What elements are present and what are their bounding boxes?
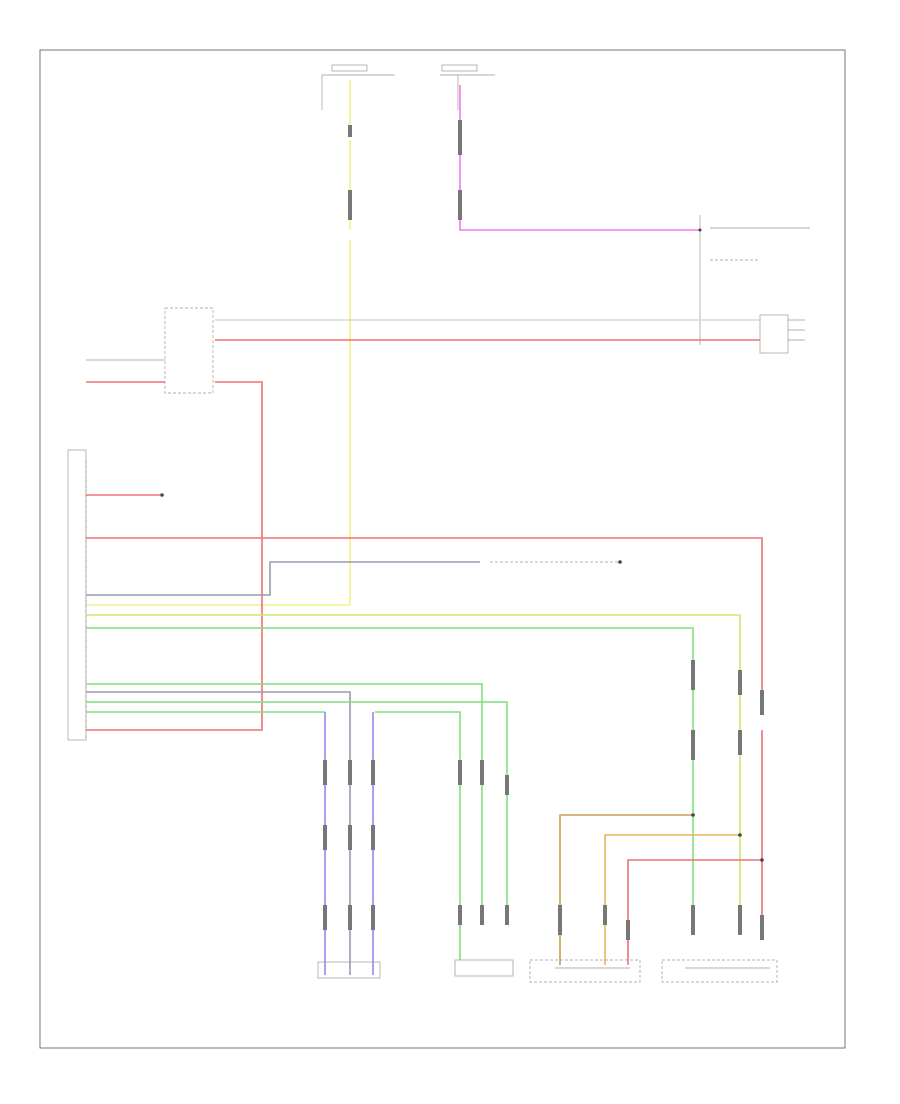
leveling-sensor-block	[698, 228, 805, 354]
rear-sensor	[454, 760, 514, 977]
grey-wire	[86, 560, 622, 596]
ecu-connector	[67, 449, 87, 741]
blue-wires	[317, 712, 381, 979]
actuator-wires	[558, 660, 764, 965]
control-unit-wires	[86, 307, 760, 731]
pink-wire	[458, 85, 810, 345]
red-long-wire	[86, 493, 763, 920]
diagram-frame	[39, 49, 846, 1049]
top-fuse-connectors	[321, 64, 495, 110]
green-wires	[86, 614, 741, 975]
actuator-boxes	[529, 959, 778, 983]
yellow-wire	[86, 80, 352, 606]
